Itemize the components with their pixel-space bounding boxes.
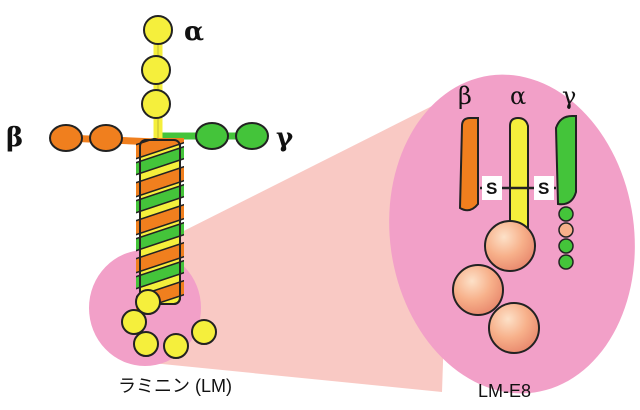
lg-globule	[191, 319, 217, 345]
gamma-tail-bead	[558, 238, 574, 254]
gamma-globule	[235, 122, 269, 150]
sulfur-right: S	[538, 179, 549, 198]
e8-gamma-chain	[554, 115, 577, 206]
gamma-globule	[195, 122, 229, 150]
sulfur-left: S	[486, 179, 497, 198]
alpha-globule	[141, 55, 171, 85]
lg-globule	[133, 331, 159, 357]
lg-globule	[135, 289, 161, 315]
coiled-coil	[136, 138, 184, 310]
alpha-globule	[143, 15, 173, 45]
lg-domain-globule	[484, 220, 536, 272]
e8-caption: LM-E8	[478, 381, 531, 401]
lg-globule	[121, 309, 147, 335]
alpha-globule	[141, 89, 171, 119]
beta-globule	[89, 124, 123, 152]
lg-domain-globule	[452, 264, 504, 316]
label-beta: β	[6, 123, 23, 153]
e8-label-gamma: γ	[562, 82, 576, 110]
beta-globule	[49, 124, 83, 152]
laminin-molecule: α β γ	[6, 15, 294, 359]
gamma-tail-bead	[558, 222, 574, 238]
lg-domain-globule	[488, 302, 540, 354]
label-alpha: α	[184, 17, 204, 47]
lg-globule	[163, 333, 189, 359]
laminin-caption: ラミニン (LM)	[118, 376, 232, 396]
e8-label-alpha: α	[510, 82, 526, 110]
e8-alpha-chain	[509, 116, 529, 239]
e8-beta-chain	[458, 117, 479, 212]
e8-fragment: S S β α γ	[452, 82, 577, 354]
label-gamma: γ	[276, 123, 294, 153]
gamma-tail-bead	[558, 254, 574, 270]
e8-label-beta: β	[458, 82, 472, 110]
gamma-tail-bead	[558, 206, 574, 222]
